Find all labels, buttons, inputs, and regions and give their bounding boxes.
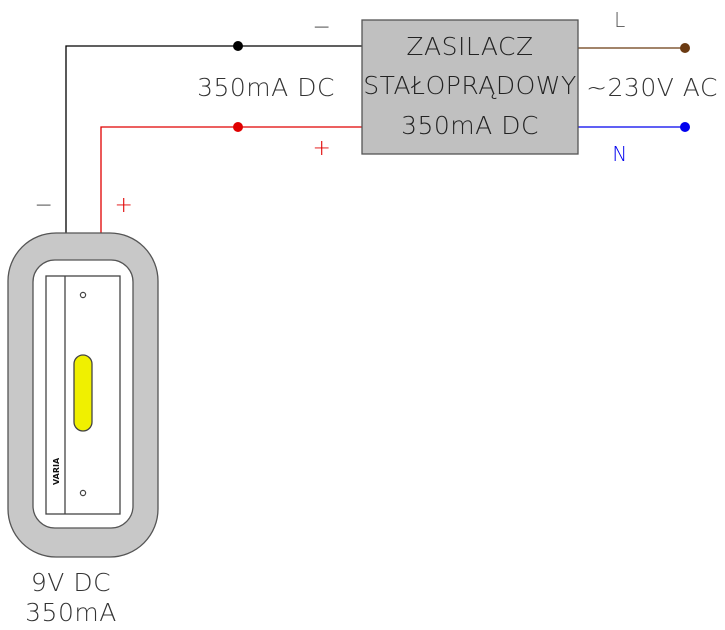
top-screw-icon [79,291,87,299]
lamp-brand-logo: VARIA [52,457,61,485]
power-supply-label-line3: 350mA DC [401,111,539,140]
output-minus-symbol: − [313,15,332,40]
output-plus-symbol: + [313,136,332,161]
input-voltage-label: ~230V AC [586,73,718,102]
positive-terminal-dot [233,122,243,132]
lamp-minus-symbol: − [35,193,54,218]
lamp-current-label: 350mA [25,598,117,627]
output-current-label: 350mA DC [197,73,335,102]
lamp-plus-symbol: + [115,193,134,218]
neutral-symbol: N [612,142,627,166]
power-supply-box [361,19,579,155]
line-symbol: L [614,8,626,32]
power-supply-label-line2: STAŁOPRĄDOWY [363,71,576,100]
positive-wire [100,126,362,233]
power-supply-label-line1: ZASILACZ [406,32,533,61]
lamp-voltage-label: 9V DC [31,568,111,597]
negative-wire [65,45,362,233]
led-strip [73,354,93,432]
neutral-terminal-dot [680,122,690,132]
negative-terminal-dot [233,41,243,51]
line-terminal-dot [680,43,690,53]
lamp-fixture: VARIA [7,232,159,558]
bottom-screw-icon [79,489,87,497]
